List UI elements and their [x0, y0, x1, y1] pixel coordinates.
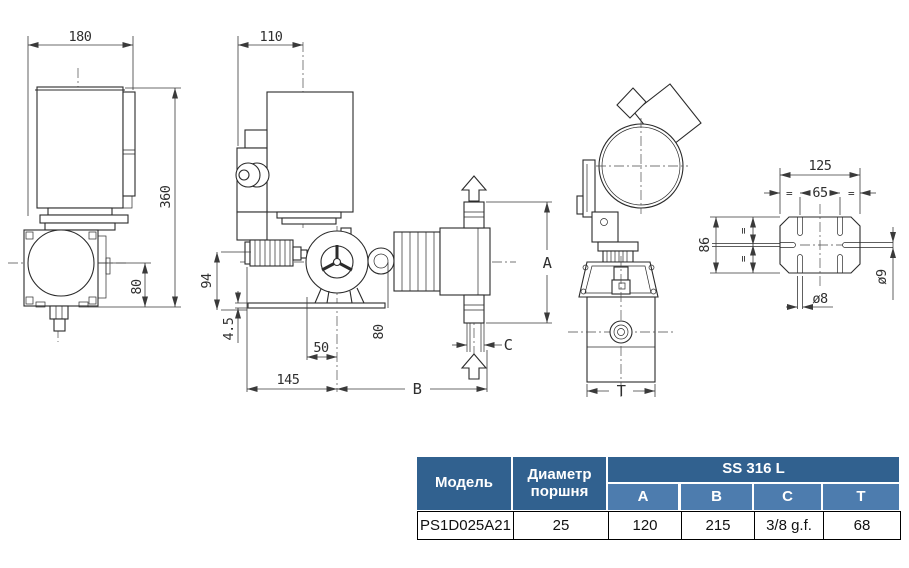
adjustment-knob: [249, 239, 294, 267]
flow-arrow-icon: [460, 353, 488, 380]
table-header-c: C: [754, 484, 821, 510]
dim-label-o9: ø9: [874, 269, 890, 285]
table-header-material-label: SS 316 L: [722, 460, 785, 478]
head-on-view-drawing: T: [568, 83, 702, 400]
suction-valve: [463, 294, 485, 324]
cell-c: 3/8 g.f.: [754, 512, 823, 539]
dim-label-50: 50: [313, 340, 329, 356]
table-row: PS1D025A21 25 120 215 3/8 g.f. 68: [417, 511, 901, 540]
dim-label-t: T: [617, 382, 626, 400]
port-fitting: [609, 320, 633, 344]
base-plate-drawing: 125 65 = = 86 = = ø8 ø9: [697, 158, 896, 310]
pump-head-circle: [27, 229, 95, 297]
spec-table: Модель Диаметр поршня SS 316 L A B C T P…: [417, 457, 901, 540]
dim-label-86: 86: [697, 237, 713, 253]
pump-head-block: [439, 227, 491, 296]
dim-label-80-side: 80: [371, 324, 387, 340]
dim-label-145: 145: [277, 372, 300, 388]
equal-mark: =: [737, 255, 750, 262]
table-header-t-label: T: [856, 487, 866, 505]
equal-mark: =: [737, 227, 750, 234]
dim-label-125: 125: [809, 158, 832, 174]
dim-label-110: 110: [260, 29, 283, 45]
table-header-a: A: [608, 484, 678, 510]
equal-mark: =: [848, 187, 855, 200]
cell-a: 120: [608, 512, 681, 539]
table-header-b: B: [681, 484, 752, 510]
technical-drawing: 180 80 360: [8, 29, 896, 400]
cell-t: 68: [823, 512, 900, 539]
dim-label-c: C: [504, 336, 513, 354]
table-header-piston: Диаметр поршня: [513, 457, 606, 510]
motor-body: [36, 86, 124, 209]
dim-label-180: 180: [69, 29, 92, 45]
cell-model: PS1D025A21: [420, 517, 511, 534]
table-header-b-label: B: [711, 487, 722, 505]
table-header-model-label: Модель: [434, 474, 494, 492]
dim-label-4-5: 4.5: [221, 317, 237, 340]
dim-label-65: 65: [812, 185, 828, 201]
dim-label-o8: ø8: [812, 291, 828, 307]
dim-label-94: 94: [199, 273, 215, 289]
table-header-t: T: [823, 484, 899, 510]
discharge-valve: [463, 201, 485, 229]
dim-label-a: A: [543, 254, 553, 272]
front-view-drawing: 180 80 360: [8, 29, 181, 342]
motor-body-side: [266, 91, 354, 213]
flow-arrow-icon: [460, 175, 488, 202]
base-plate-side: [247, 302, 386, 309]
dim-label-80-front: 80: [129, 279, 145, 295]
table-header-material: SS 316 L: [608, 457, 899, 482]
table-header-model: Модель: [417, 457, 511, 510]
cell-b: 215: [681, 512, 754, 539]
table-header-piston-label: Диаметр поршня: [527, 465, 592, 500]
cell-piston: 25: [513, 512, 608, 539]
table-header-c-label: C: [782, 487, 793, 505]
equal-mark: =: [786, 187, 793, 200]
dim-label-b: B: [413, 380, 422, 398]
side-view-drawing: A C B 145 50 94 4.5 80 110: [199, 29, 553, 398]
dim-label-360: 360: [158, 185, 174, 208]
table-header-a-label: A: [637, 487, 649, 505]
